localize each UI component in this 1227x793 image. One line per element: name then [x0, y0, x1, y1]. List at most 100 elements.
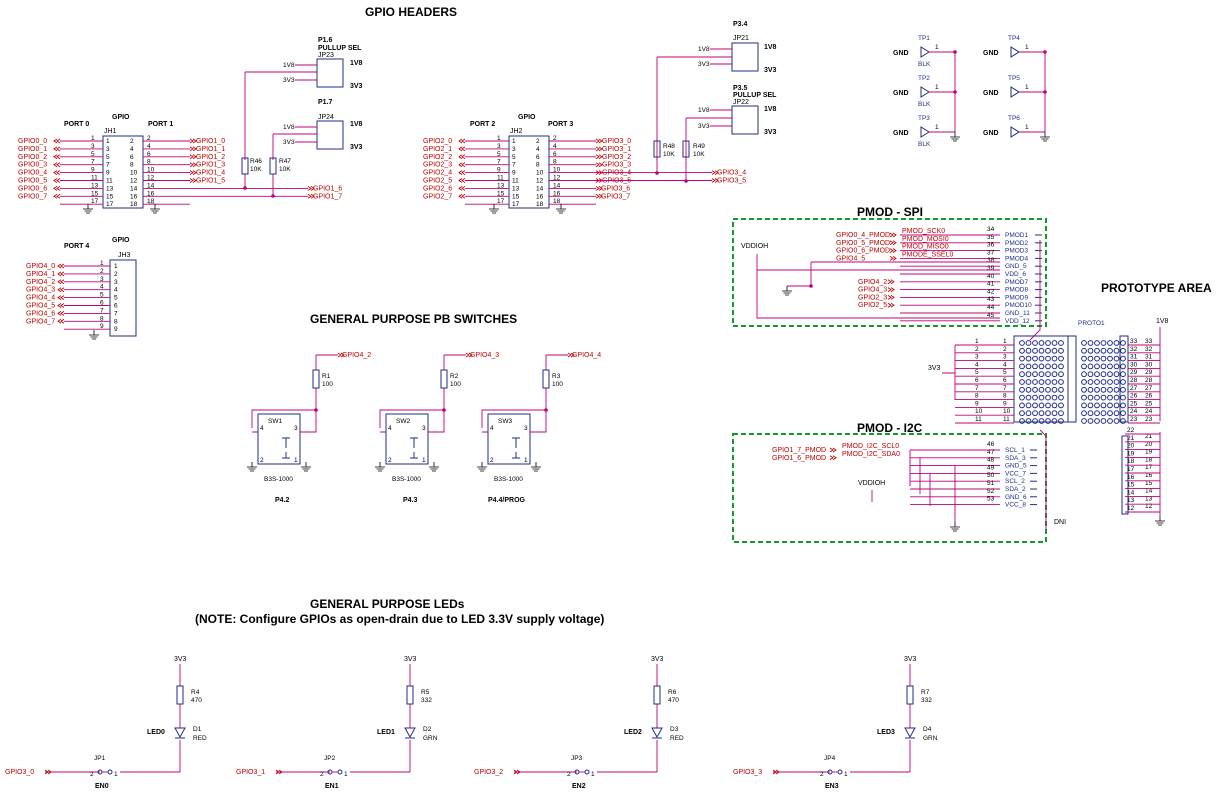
pin-number: 16 — [1127, 474, 1135, 481]
r48-ref: R48 — [663, 143, 675, 150]
net-label: PMOD_I2C_SCL0 — [842, 443, 899, 450]
jp22-net-1v8: 1V8 — [698, 107, 710, 114]
pin-number: 18 — [147, 198, 155, 205]
pmod-spi-box — [732, 218, 1047, 327]
pin-number: 6 — [536, 154, 540, 161]
pin-name: GND_11 — [1005, 310, 1030, 317]
jumper-ref: JP3 — [571, 755, 583, 762]
net-flag-icon — [711, 178, 719, 183]
pin-number: 7 — [497, 159, 501, 166]
pin-number: 7 — [975, 385, 979, 392]
net-label: GPIO1_3 — [196, 162, 225, 169]
pin-number: 14 — [536, 185, 544, 192]
net-label: GPIO3_7 — [601, 193, 630, 200]
net-flag-icon — [275, 769, 283, 775]
pin-name: GND_5 — [1005, 263, 1027, 270]
pin-number: 3 — [1003, 354, 1007, 361]
net-label: GPIO4_4 — [26, 295, 55, 302]
net-label: GPIO0_5_PMOD — [836, 240, 890, 247]
pin-number: 1 — [1025, 44, 1029, 51]
pin-number: 4 — [100, 284, 104, 291]
ground-icon — [1040, 132, 1050, 142]
pin-name: GND_5 — [1005, 463, 1027, 470]
pin-number: 26 — [1130, 393, 1138, 400]
led-color: RED — [193, 735, 207, 742]
pin-number: 3 — [512, 146, 516, 153]
pin-number: 29 — [1130, 369, 1138, 376]
pin-number: 2 — [1003, 346, 1007, 353]
pin-number: 5 — [114, 295, 118, 302]
pin-number: 36 — [987, 242, 995, 249]
pin-number: 2 — [100, 268, 104, 275]
net-flag-icon — [53, 186, 61, 191]
jp23-ref: JP23 — [318, 52, 334, 59]
pin-number: 10 — [553, 167, 561, 174]
pin-number: 20 — [1127, 443, 1135, 450]
pin-number: 40 — [987, 273, 995, 280]
pin-number: 28 — [1145, 377, 1153, 384]
resistor-ref: R6 — [668, 689, 677, 696]
led-color: GRN — [423, 735, 438, 742]
tp-net: GND — [983, 130, 999, 137]
pin-number: 1 — [497, 135, 501, 142]
pin-number: 4 — [130, 146, 134, 153]
pin-number: 2 — [90, 771, 94, 778]
resistor-ref: R4 — [191, 689, 200, 696]
led-name: LED3 — [877, 729, 895, 736]
r49-val: 10K — [693, 151, 705, 158]
testpoint-icon — [920, 46, 930, 58]
net-label: GPIO4_3 — [470, 352, 499, 359]
pin-number: 30 — [1130, 361, 1138, 368]
pin-number: 41 — [987, 281, 995, 288]
net-flag-icon — [458, 146, 466, 152]
jh1-port-left: PORT 0 — [64, 121, 89, 128]
net-flag-icon — [189, 162, 197, 168]
tp-ref: TP5 — [1008, 75, 1020, 82]
switch-icon — [385, 413, 429, 465]
pin-number: 5 — [106, 154, 110, 161]
pin-number: 5 — [512, 154, 516, 161]
pin-number: 8 — [553, 159, 557, 166]
net-label: GPIO4_3 — [858, 287, 887, 294]
net-flag-icon — [711, 170, 719, 175]
pin-number: 32 — [1145, 346, 1153, 353]
pin-number: 21 — [1145, 433, 1153, 440]
net-label: GPIO4_5 — [836, 255, 865, 262]
net-flag-icon — [53, 146, 61, 152]
pin-name: VDD_6 — [1005, 271, 1026, 278]
pb-switches-title: GENERAL PURPOSE PB SWITCHES — [310, 312, 517, 326]
net-flag-icon — [887, 279, 895, 285]
net-label: GPIO1_6_PMOD — [772, 455, 826, 462]
ground-icon — [531, 462, 541, 472]
pin-number: 4 — [490, 425, 494, 432]
jp24-net-3v3: 3V3 — [283, 139, 295, 146]
net-label: GPIO3_5 — [602, 178, 631, 185]
pin-number: 3 — [106, 146, 110, 153]
pin-number: 2 — [260, 457, 264, 464]
tp-label: BLK — [918, 61, 931, 68]
net-flag-icon — [53, 193, 61, 199]
net-label: PMOD_MOSI0 — [902, 236, 949, 243]
pin-number: 1 — [91, 135, 95, 142]
pin-number: 8 — [130, 162, 134, 169]
pin-number: 7 — [512, 162, 516, 169]
net-flag-icon — [772, 769, 780, 775]
pin-number: 9 — [100, 323, 104, 330]
net-label: GPIO4_2 — [858, 279, 887, 286]
jh3-ref: JH3 — [118, 252, 131, 259]
net-flag-icon — [53, 138, 61, 144]
pin-number: 15 — [91, 190, 99, 197]
net-label: GPIO4_2 — [26, 279, 55, 286]
jp22-title: P3.5 — [733, 85, 748, 92]
pin-number: 53 — [987, 496, 995, 503]
jumper-ref: JP2 — [324, 755, 336, 762]
net-label: GPIO3_6 — [601, 185, 630, 192]
led-ref: D2 — [423, 726, 432, 733]
pin-number: 5 — [1003, 369, 1007, 376]
tp-label: BLK — [918, 101, 931, 108]
net-flag-icon — [189, 138, 197, 144]
jp21-title: P3.4 — [733, 21, 748, 28]
pin-number: 1 — [591, 771, 595, 778]
